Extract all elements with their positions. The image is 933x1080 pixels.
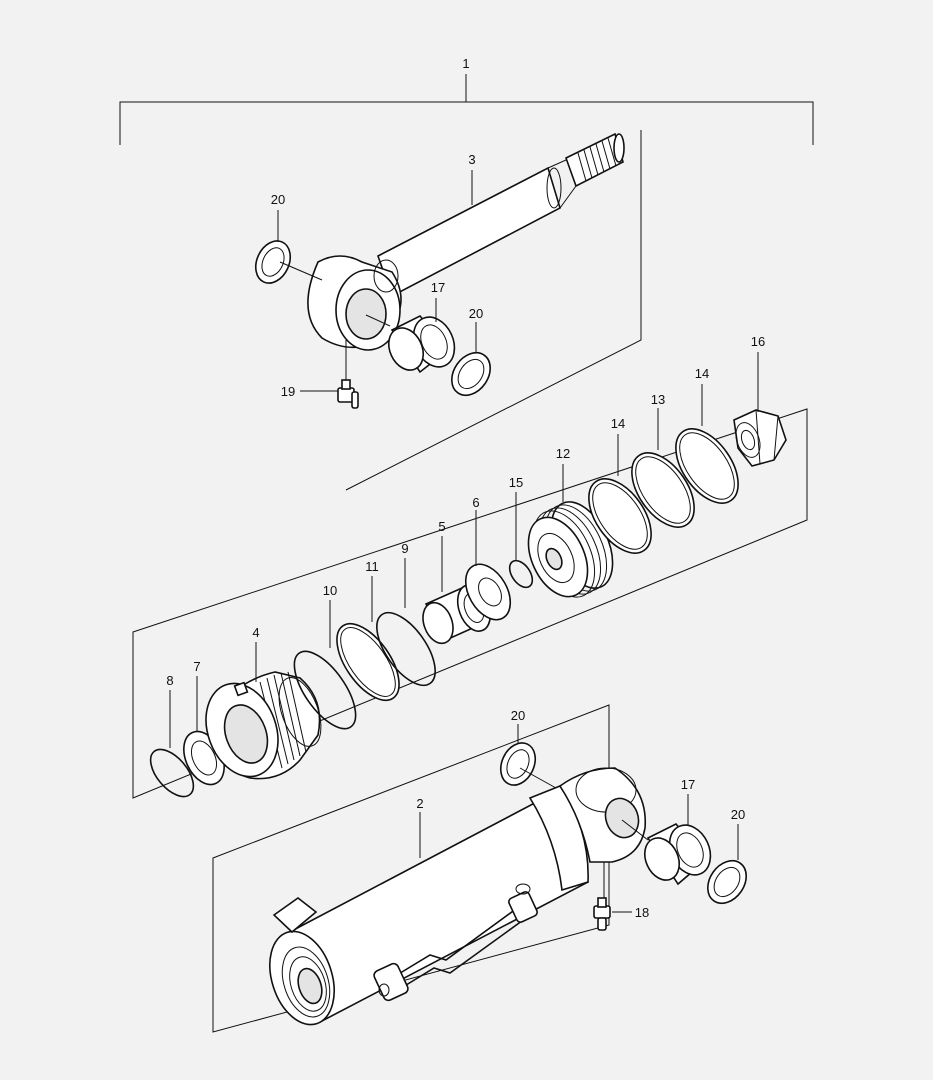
- callout-11: 11: [365, 559, 379, 574]
- nut: [733, 409, 787, 467]
- callout-14: 14: [695, 366, 709, 381]
- callout-20: 20: [469, 306, 483, 321]
- callout-12: 12: [556, 446, 570, 461]
- gland-piston-group-frame: [132, 408, 808, 799]
- callout-18: 18: [635, 905, 649, 920]
- callout-8: 8: [166, 673, 173, 688]
- seal-11: [336, 623, 400, 701]
- seal-rod-left: [254, 240, 292, 284]
- seal-9: [376, 611, 436, 687]
- cylinder-barrel: [269, 767, 647, 1026]
- grease-fitting-barrel: [593, 897, 611, 931]
- callout-20: 20: [731, 807, 745, 822]
- callout-19: 19: [281, 384, 295, 399]
- callout-9: 9: [401, 541, 408, 556]
- oring-15: [508, 559, 534, 589]
- callout-17: 17: [681, 777, 695, 792]
- callout-4: 4: [252, 625, 259, 640]
- bushing-barrel: [643, 823, 712, 886]
- gland: [205, 671, 322, 780]
- backup-ring-upper: [675, 428, 739, 504]
- leader-lines: [169, 170, 759, 913]
- bushing-rod: [387, 314, 456, 374]
- piston-rod: [307, 132, 625, 351]
- washer: [464, 563, 512, 621]
- callout-5: 5: [438, 519, 445, 534]
- grease-fitting-rod: [337, 379, 359, 409]
- callout-3: 3: [468, 152, 475, 167]
- callout-7: 7: [193, 659, 200, 674]
- barrel-group-frame: [212, 704, 610, 1033]
- callout-6: 6: [472, 495, 479, 510]
- callout-15: 15: [509, 475, 523, 490]
- piston-ring: [631, 452, 695, 528]
- callout-17: 17: [431, 280, 445, 295]
- rod-group-frame: [345, 130, 642, 491]
- seal-rod-right: [451, 351, 491, 397]
- seal-barrel-top: [499, 742, 537, 786]
- callout-14: 14: [611, 416, 625, 431]
- seal-barrel-right: [707, 859, 747, 905]
- callout-20: 20: [271, 192, 285, 207]
- callout-20: 20: [511, 708, 525, 723]
- assembly-bracket: [119, 74, 814, 145]
- backup-ring-lower: [588, 478, 652, 554]
- callout-2: 2: [416, 796, 423, 811]
- callout-16: 16: [751, 334, 765, 349]
- callout-10: 10: [323, 583, 337, 598]
- callout-labels: 1 3 20 17 20 19 16 14 13 14 12 15 6 5 9 …: [166, 56, 765, 920]
- seal-10: [293, 650, 357, 730]
- callout-13: 13: [651, 392, 665, 407]
- callout-1: 1: [462, 56, 469, 71]
- snap-ring: [149, 748, 195, 798]
